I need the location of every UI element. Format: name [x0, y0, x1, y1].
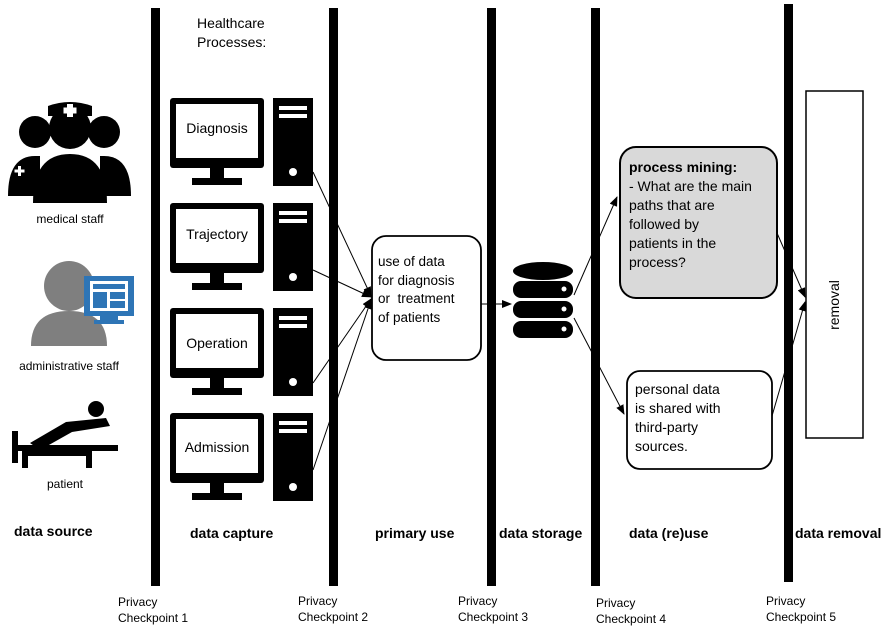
checkpoint-bars [151, 4, 793, 586]
stage-label-data-source: data source [14, 523, 93, 539]
stage-label-data-capture: data capture [190, 525, 274, 541]
arrow-admission-to-primary-use [312, 299, 372, 471]
arrow-storage-to-process-mining [573, 196, 618, 296]
third-party-box: personal data is shared with third-party… [635, 381, 721, 454]
process-label-operation: Operation [186, 335, 248, 351]
medical-staff-icon [8, 102, 131, 203]
computer-icon-diagnosis [170, 98, 313, 186]
source-label-patient: patient [46, 477, 84, 491]
process-label-admission: Admission [184, 439, 250, 455]
stage-label-data-storage: data storage [499, 525, 583, 541]
stage-label-data-reuse: data (re)use [629, 525, 709, 541]
checkpoint-bar-5 [784, 4, 793, 582]
checkpoint-bar-1 [151, 8, 160, 586]
primary-use-box: use of data for diagnosis or treatment o… [378, 254, 455, 325]
removal-box-shape [805, 90, 864, 439]
process-mining-box: process mining: - What are the main path… [629, 158, 779, 272]
stage-label-primary-use: primary use [375, 525, 455, 541]
stage-label-data-removal: data removal [795, 525, 882, 541]
source-label-medical-staff: medical staff [36, 212, 104, 226]
process-mining-text: - What are the main paths that are follo… [629, 178, 752, 270]
process-mining-box-shape [619, 146, 778, 299]
checkpoint-bar-2 [329, 8, 338, 586]
checkpoint-bar-3 [487, 8, 496, 586]
database-icon [513, 262, 573, 338]
primary-use-box-shape [371, 235, 482, 361]
source-label-administrative-staff: administrative staff [19, 359, 119, 373]
process-mining-title: process mining: [629, 159, 738, 175]
arrow-storage-to-third-party [573, 317, 625, 415]
process-label-diagnosis: Diagnosis [186, 120, 248, 136]
flow-arrows [312, 171, 807, 471]
computer-icon-trajectory [170, 203, 313, 291]
arrow-diagnosis-to-primary-use [312, 171, 372, 297]
healthcare-processes-label: Healthcare Processes: [197, 15, 267, 50]
arrow-process-mining-to-removal [776, 232, 806, 298]
third-party-box-shape [626, 370, 773, 470]
arrow-third-party-to-removal [771, 301, 807, 417]
computer-icon-operation [170, 308, 313, 396]
removal-label: removal [826, 280, 842, 330]
process-label-trajectory: Trajectory [186, 226, 248, 242]
arrow-operation-to-primary-use [312, 298, 372, 384]
patient-icon [12, 401, 118, 468]
checkpoint-bar-4 [591, 8, 600, 586]
computer-icon-admission [170, 413, 313, 501]
arrow-trajectory-to-primary-use [312, 269, 372, 298]
administrative-staff-icon [31, 261, 134, 346]
